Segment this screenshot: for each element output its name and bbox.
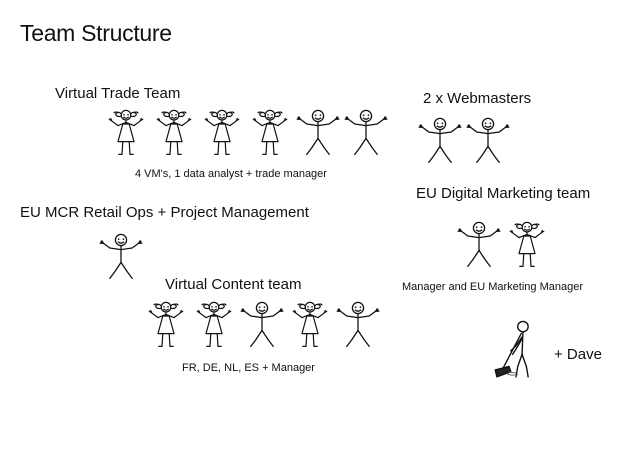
dave-label: + Dave	[554, 346, 602, 363]
eu-digital-marketing-figures	[455, 220, 551, 268]
stick-figure-icon	[455, 220, 503, 268]
eu-mcr-heading: EU MCR Retail Ops + Project Management	[20, 204, 309, 221]
webmasters-figures	[416, 116, 512, 164]
girl-figure-icon	[142, 300, 190, 348]
girl-figure-icon	[198, 108, 246, 156]
eu-digital-marketing-heading: EU Digital Marketing team	[416, 185, 591, 202]
virtual-trade-team-figures	[102, 108, 390, 156]
girl-figure-icon	[190, 300, 238, 348]
girl-figure-icon	[150, 108, 198, 156]
stick-figure-icon	[464, 116, 512, 164]
virtual-content-team-caption: FR, DE, NL, ES + Manager	[182, 362, 315, 374]
eu-digital-marketing-caption: Manager and EU Marketing Manager	[402, 281, 583, 293]
stick-figure-icon	[416, 116, 464, 164]
girl-figure-icon	[286, 300, 334, 348]
virtual-trade-team-heading: Virtual Trade Team	[55, 85, 181, 102]
page-title: Team Structure	[20, 20, 172, 46]
girl-figure-icon	[246, 108, 294, 156]
stick-figure-icon	[238, 300, 286, 348]
stick-figure-icon	[342, 108, 390, 156]
girl-figure-icon	[102, 108, 150, 156]
eu-mcr-figures	[97, 232, 145, 280]
webmasters-heading: 2 x Webmasters	[423, 90, 532, 107]
virtual-content-team-figures	[142, 300, 382, 348]
virtual-content-team-heading: Virtual Content team	[165, 276, 302, 293]
stick-figure-icon	[294, 108, 342, 156]
sweeping-figure-icon	[490, 318, 542, 382]
girl-figure-icon	[503, 220, 551, 268]
virtual-trade-team-caption: 4 VM's, 1 data analyst + trade manager	[135, 168, 327, 180]
stick-figure-icon	[97, 232, 145, 280]
stick-figure-icon	[334, 300, 382, 348]
